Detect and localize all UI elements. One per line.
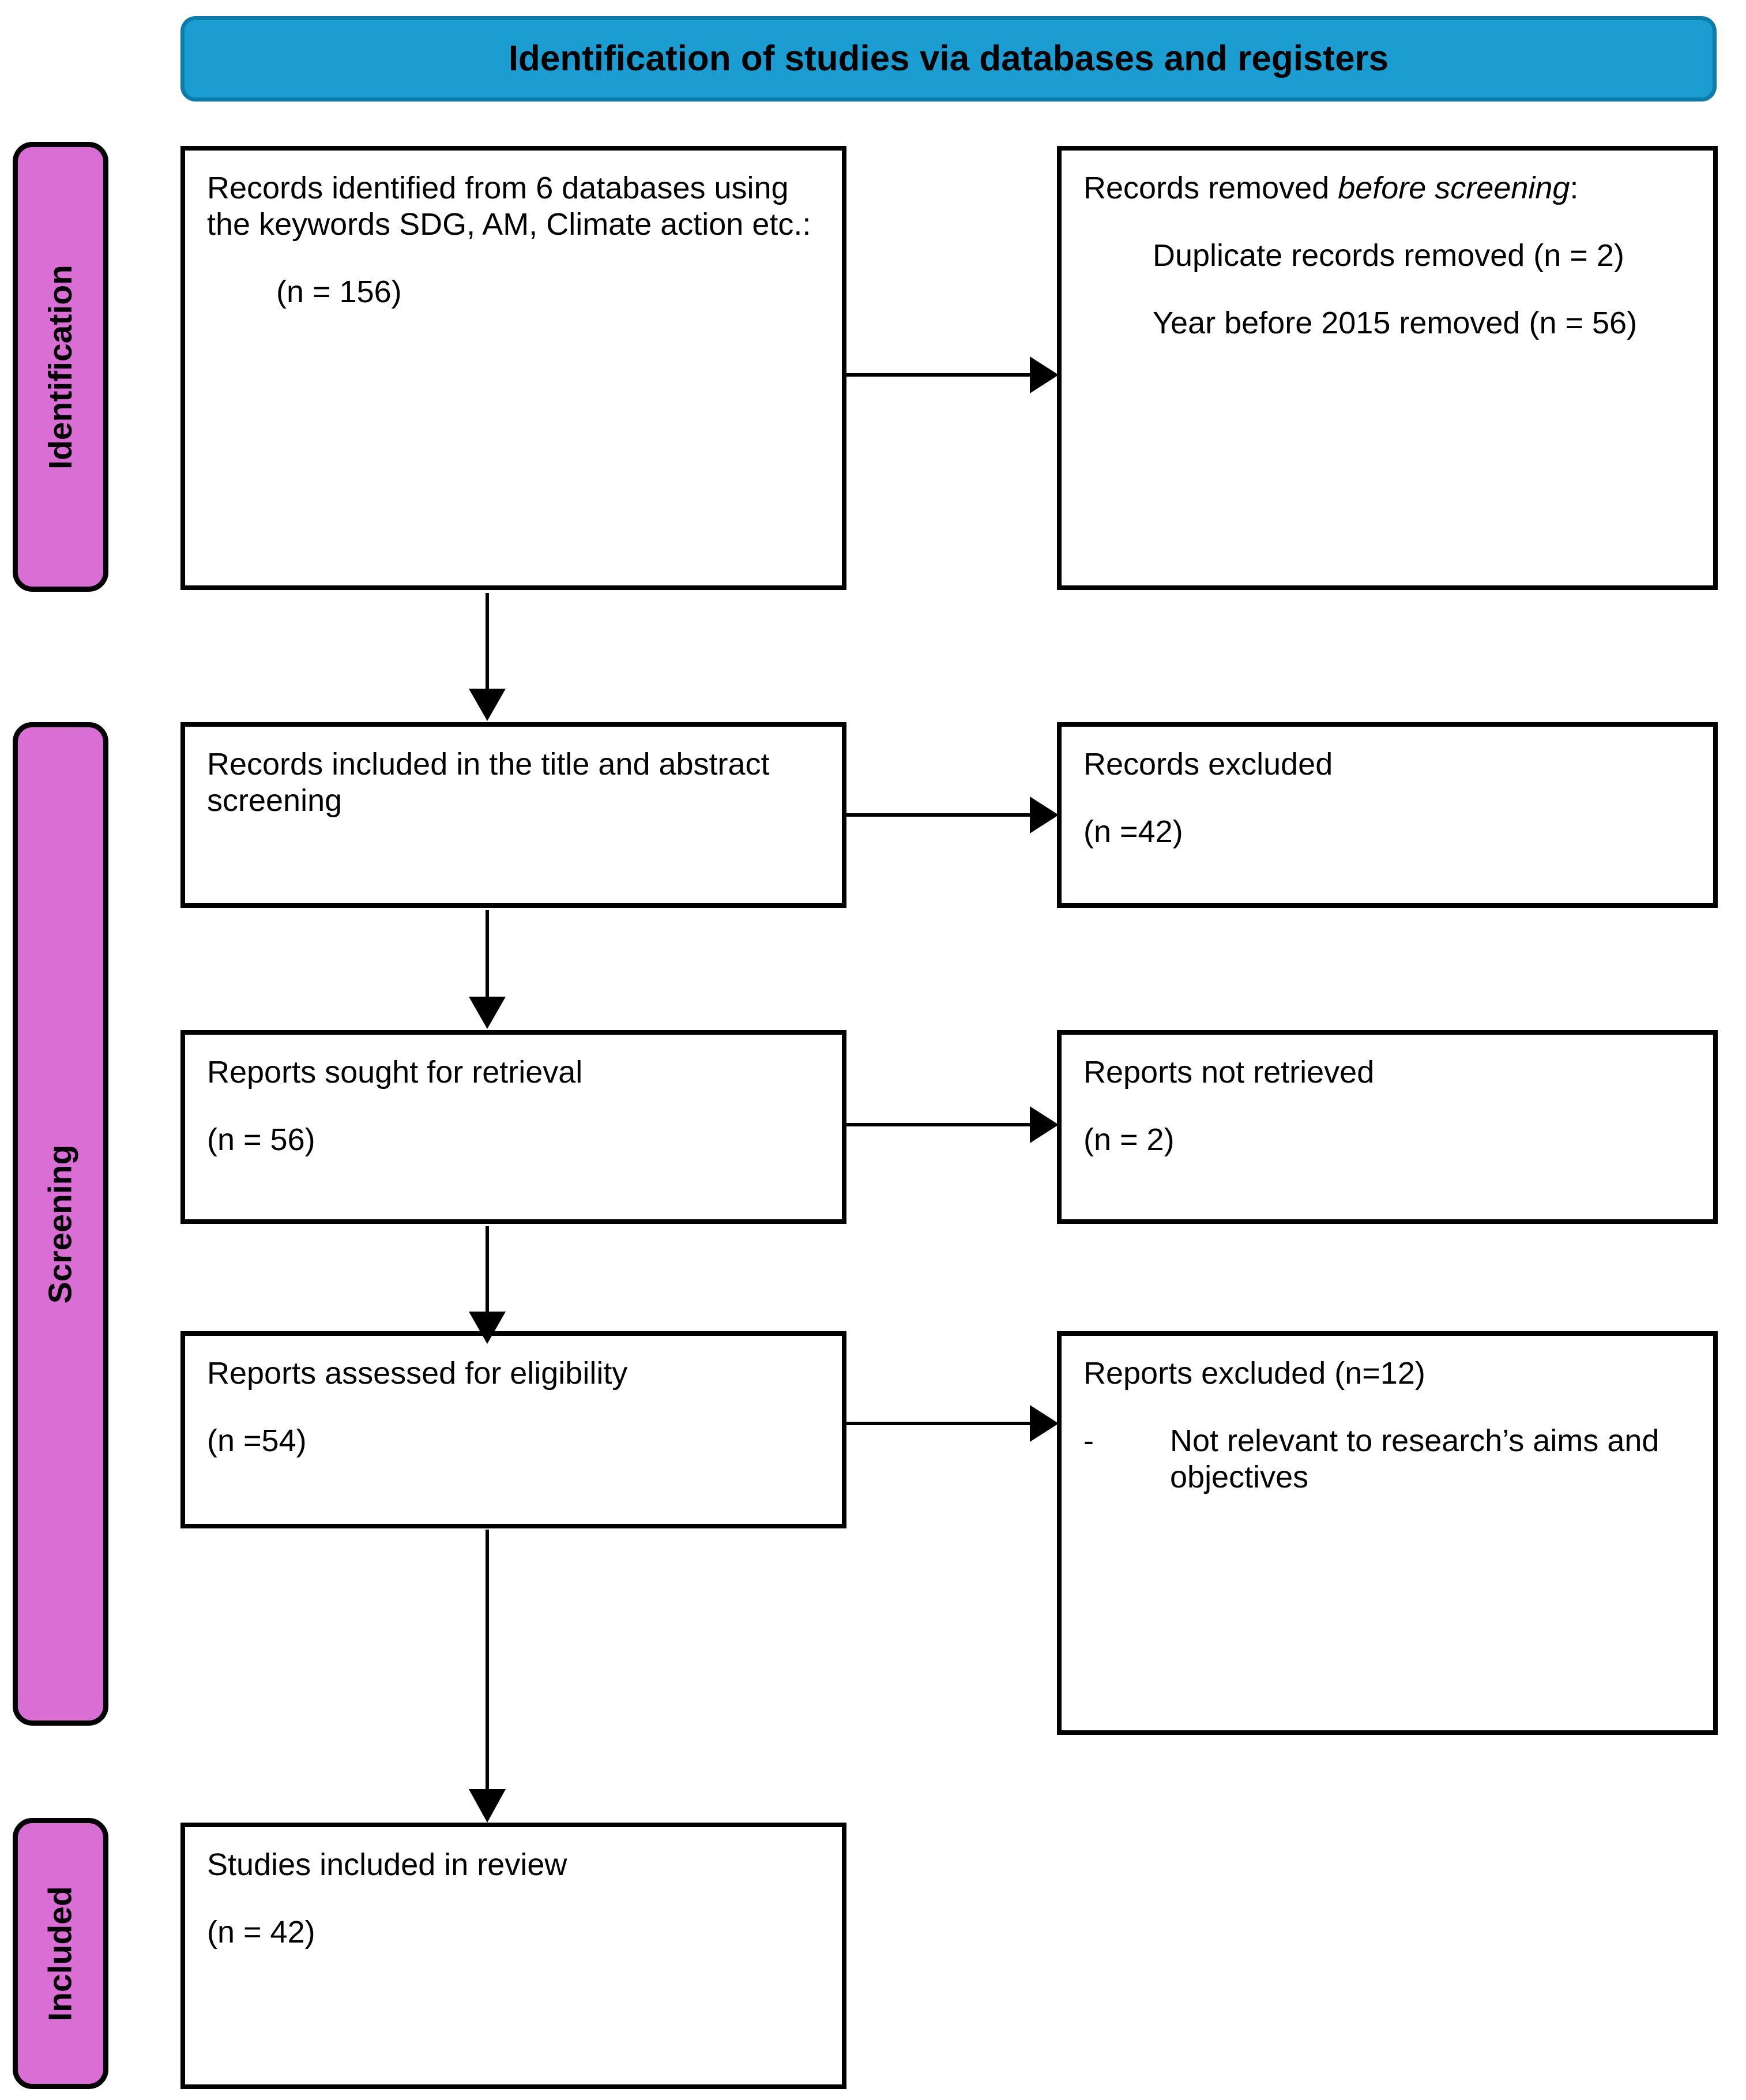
box-records-identified-line1: Records identified from 6 databases usin…: [207, 171, 811, 242]
box-reports-excluded-line1: Reports excluded (n=12): [1083, 1356, 1425, 1391]
arrow-screened-to-records-excluded: [846, 792, 1059, 838]
phase-label-included: Included: [13, 1818, 108, 2089]
box-records-removed-heading-pre: Records removed: [1083, 171, 1338, 205]
diagram-header-title: Identification of studies via databases …: [508, 39, 1389, 78]
box-reports-assessed-count: (n =54): [207, 1423, 307, 1459]
box-records-removed-heading-emphasis: before screening: [1338, 171, 1570, 205]
box-records-excluded: Records excluded (n =42): [1057, 722, 1718, 908]
arrow-screened-to-sought: [456, 910, 519, 1029]
box-reports-not-retrieved-count: (n = 2): [1083, 1122, 1175, 1158]
phase-label-screening: Screening: [13, 722, 108, 1726]
box-records-removed-item-duplicates: Duplicate records removed (n = 2): [1153, 238, 1624, 273]
bullet-dash-marker: -: [1083, 1423, 1094, 1459]
box-studies-included-count: (n = 42): [207, 1915, 315, 1950]
phase-label-screening-text: Screening: [42, 1144, 79, 1303]
arrow-sought-to-assessed: [456, 1226, 519, 1344]
phase-label-included-text: Included: [42, 1885, 79, 2022]
box-records-screened: Records included in the title and abstra…: [180, 722, 846, 908]
box-studies-included: Studies included in review (n = 42): [180, 1823, 846, 2089]
box-records-removed-heading: Records removed before screening:: [1083, 170, 1694, 206]
box-reports-assessed-line1: Reports assessed for eligibility: [207, 1356, 628, 1391]
box-records-identified-count: (n = 156): [276, 275, 402, 310]
box-reports-sought-line1: Reports sought for retrieval: [207, 1055, 583, 1090]
arrow-sought-to-not-retrieved: [846, 1102, 1059, 1148]
box-records-removed-item-year: Year before 2015 removed (n = 56): [1153, 306, 1638, 341]
phase-label-identification: Identification: [13, 142, 108, 592]
box-reports-excluded-bullet-text: Not relevant to research’s aims and obje…: [1170, 1423, 1660, 1495]
box-reports-excluded: Reports excluded (n=12) - Not relevant t…: [1057, 1331, 1718, 1735]
box-reports-sought-count: (n = 56): [207, 1122, 315, 1158]
box-records-removed: Records removed before screening: Duplic…: [1057, 146, 1718, 590]
arrow-identified-to-removed: [846, 352, 1059, 398]
box-records-excluded-count: (n =42): [1083, 814, 1183, 850]
box-records-identified: Records identified from 6 databases usin…: [180, 146, 846, 590]
box-records-removed-heading-post: :: [1570, 171, 1579, 205]
box-records-excluded-line1: Records excluded: [1083, 747, 1333, 782]
box-records-screened-line1: Records included in the title and abstra…: [207, 747, 770, 818]
box-reports-assessed: Reports assessed for eligibility (n =54): [180, 1331, 846, 1528]
arrow-assessed-to-reports-excluded: [846, 1400, 1059, 1447]
arrow-assessed-to-included: [456, 1530, 519, 1823]
box-studies-included-line1: Studies included in review: [207, 1847, 567, 1882]
box-reports-not-retrieved-line1: Reports not retrieved: [1083, 1055, 1375, 1090]
arrow-identified-to-screened: [456, 593, 519, 721]
box-reports-not-retrieved: Reports not retrieved (n = 2): [1057, 1030, 1718, 1224]
diagram-header-banner: Identification of studies via databases …: [180, 16, 1717, 102]
box-reports-sought: Reports sought for retrieval (n = 56): [180, 1030, 846, 1224]
phase-label-identification-text: Identification: [42, 264, 79, 469]
box-reports-excluded-bullet: - Not relevant to research’s aims and ob…: [1083, 1423, 1694, 1496]
